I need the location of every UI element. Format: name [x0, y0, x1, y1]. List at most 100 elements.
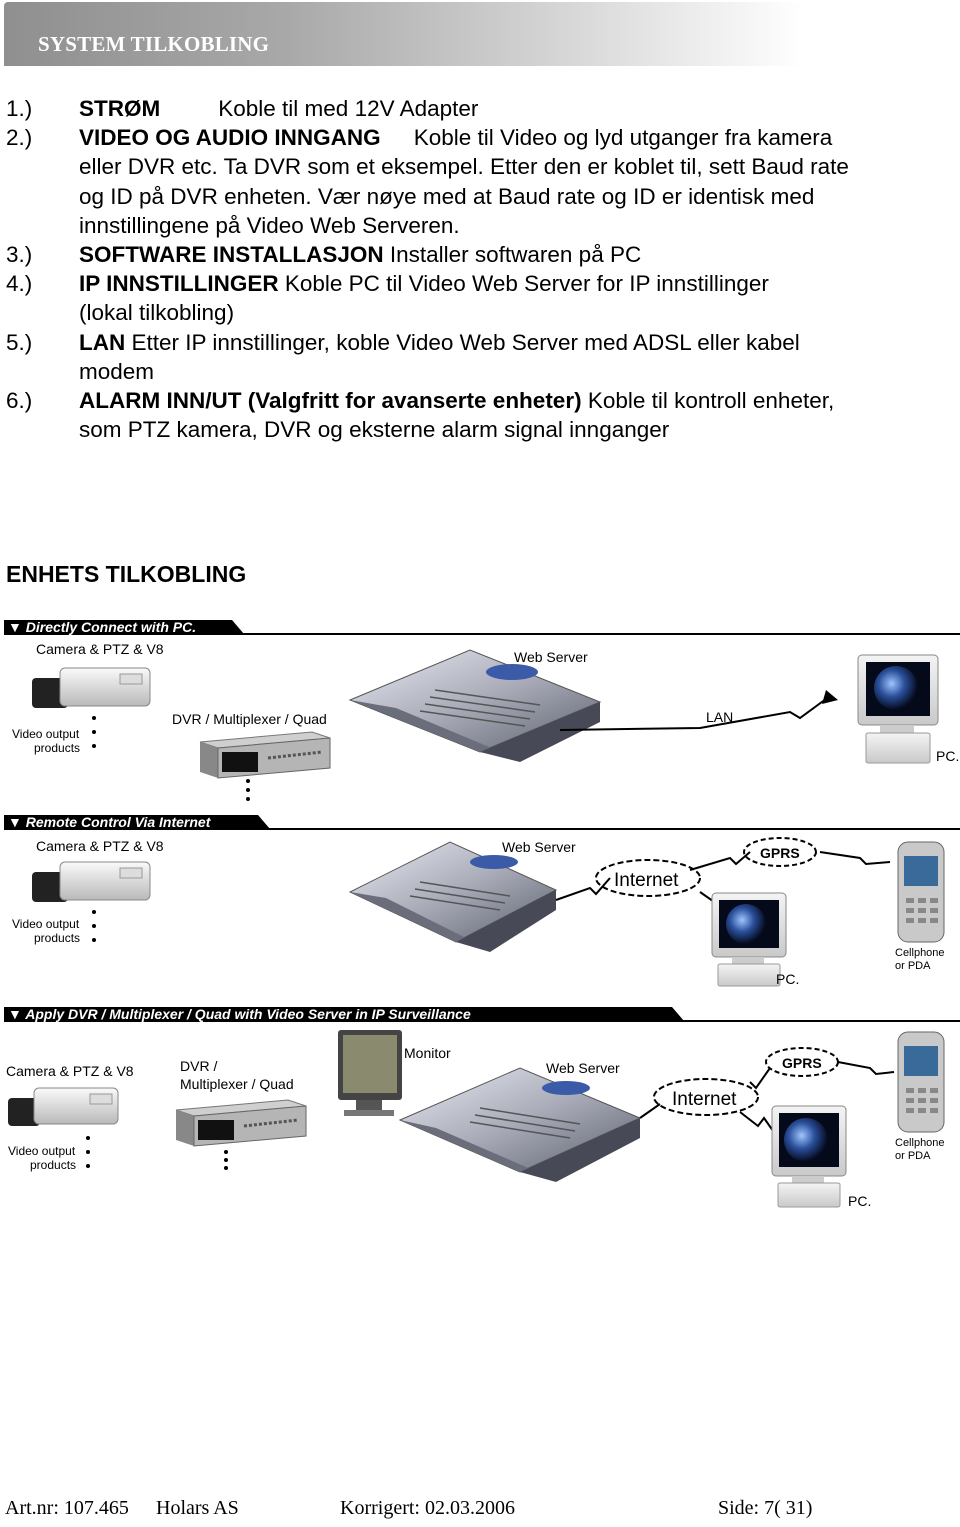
camera-label: Camera & PTZ & V8: [36, 838, 164, 854]
video-output-label: Video output: [12, 917, 80, 931]
video-output-label: Video output: [12, 727, 80, 741]
step-number: 3.): [6, 242, 33, 268]
step-heading: IP INNSTILLINGER: [79, 271, 279, 297]
step-2: 2.) VIDEO OG AUDIO INNGANG Koble til Vide…: [6, 123, 956, 152]
dots-icon: [92, 716, 250, 801]
panel-header: ▼ Remote Control Via Internet: [8, 814, 212, 830]
internet-cloud-icon: Internet: [595, 859, 701, 897]
company-name: Holars AS: [156, 1497, 239, 1519]
connection-diagram: ▼ Directly Connect with PC. Camera & PTZ…: [4, 619, 960, 1209]
panel-apply-dvr: ▼ Apply DVR / Multiplexer / Quad with Vi…: [4, 1006, 960, 1209]
step-4: 4.) IP INNSTILLINGER Koble PC til Video …: [6, 269, 956, 327]
dvr-label: DVR /: [180, 1058, 217, 1074]
step-heading: VIDEO OG AUDIO INNGANG: [79, 125, 381, 151]
dots-icon: [92, 910, 96, 942]
zigzag-arrow-icon: [639, 1061, 895, 1139]
cellphone-icon: [897, 1031, 945, 1133]
panel-header-bar: [4, 815, 270, 829]
monitor-label: Monitor: [404, 1045, 451, 1061]
pc-icon: [771, 1105, 847, 1208]
gprs-label: GPRS: [760, 845, 800, 861]
camera-icon: [32, 861, 151, 902]
internet-cloud-icon: Internet: [653, 1078, 759, 1116]
video-output-label: Video output: [8, 1144, 76, 1158]
monitor-icon: [338, 1030, 402, 1116]
panel-header-bar: [4, 1007, 684, 1021]
pc-label: PC.: [776, 971, 799, 987]
gprs-cloud-icon: GPRS: [743, 837, 817, 867]
step-5: 5.) LAN Etter IP innstillinger, koble Vi…: [6, 328, 956, 386]
step-text: Koble til Video og lyd utganger fra kame…: [413, 125, 833, 151]
gprs-cloud-icon: GPRS: [765, 1047, 839, 1077]
step-heading: SOFTWARE INSTALLASJON: [79, 242, 384, 268]
step-text: Koble PC til Video Web Server for IP inn…: [278, 271, 769, 297]
panel-remote-control: ▼ Remote Control Via Internet Camera & P…: [4, 814, 960, 987]
web-server-label: Web Server: [546, 1060, 620, 1076]
step-number: 2.): [6, 125, 33, 151]
pc-icon: [857, 654, 939, 764]
step-text-line: som PTZ kamera, DVR og eksterne alarm si…: [79, 417, 670, 443]
web-server-icon: [348, 841, 558, 952]
video-output-label: products: [34, 931, 80, 945]
internet-label: Internet: [672, 1089, 737, 1110]
step-text: Etter IP innstillinger, koble Video Web …: [125, 329, 800, 355]
panel-header: ▼ Directly Connect with PC.: [8, 619, 196, 635]
article-number: Art.nr: 107.465: [5, 1497, 129, 1519]
step-number: 6.): [6, 388, 33, 414]
camera-label: Camera & PTZ & V8: [6, 1063, 134, 1079]
web-server-icon: [348, 649, 602, 762]
step-number: 5.): [6, 329, 33, 355]
step-text-line: (lokal tilkobling): [79, 300, 235, 326]
header-banner: [4, 2, 804, 66]
step-text: Koble til med 12V Adapter: [218, 96, 479, 121]
internet-label: Internet: [614, 870, 679, 891]
cellphone-label: or PDA: [895, 960, 931, 972]
step-3: 3.) SOFTWARE INSTALLASJON Installer soft…: [6, 240, 956, 269]
section-title: ENHETS TILKOBLING: [6, 561, 247, 587]
gprs-label: GPRS: [782, 1055, 822, 1071]
step-text: Installer softwaren på PC: [383, 242, 642, 268]
pc-label: PC.: [848, 1193, 871, 1209]
cellphone-icon: [897, 841, 945, 943]
camera-label: Camera & PTZ & V8: [36, 641, 164, 657]
camera-icon: [8, 1087, 119, 1126]
cellphone-label: Cellphone: [895, 1137, 945, 1149]
step-text: Koble til kontroll enheter,: [581, 388, 835, 414]
zigzag-arrow-icon: [559, 690, 838, 731]
step-1: 1.) STRØM Koble til med 12V Adapter: [6, 94, 956, 123]
dots-icon: [86, 1136, 228, 1170]
web-server-label: Web Server: [514, 649, 588, 665]
step-number: 1.): [6, 96, 33, 121]
page-title: SYSTEM TILKOBLING: [38, 32, 270, 56]
video-output-label: products: [34, 741, 80, 755]
step-heading: ALARM INN/UT (Valgfritt for avanserte en…: [79, 388, 582, 414]
step-text-line: innstillingene på Video Web Serveren.: [79, 212, 460, 238]
panel-direct-connect: ▼ Directly Connect with PC. Camera & PTZ…: [4, 619, 960, 801]
step-heading: STRØM: [79, 96, 161, 121]
step-text-line: og ID på DVR enheten. Vær nøye med at Ba…: [79, 183, 815, 209]
step-heading: LAN: [79, 329, 126, 355]
page-footer: Art.nr: 107.465 Holars AS Korrigert: 02.…: [0, 1497, 960, 1527]
steps-list: 1.) STRØM Koble til med 12V Adapter 2.) V…: [6, 94, 956, 444]
pc-icon: [711, 892, 787, 987]
dvr-label: Multiplexer / Quad: [180, 1076, 294, 1092]
page-number: Side: 7( 31): [718, 1497, 813, 1519]
pc-label: PC.: [936, 748, 959, 764]
dvr-icon: [175, 1099, 307, 1147]
cellphone-label: or PDA: [895, 1150, 931, 1162]
cellphone-label: Cellphone: [895, 947, 945, 959]
dvr-label: DVR / Multiplexer / Quad: [172, 711, 327, 727]
step-2-cont: eller DVR etc. Ta DVR som et eksempel. E…: [6, 152, 956, 240]
web-server-icon: [398, 1067, 642, 1182]
step-6: 6.) ALARM INN/UT (Valgfritt for avansert…: [6, 386, 956, 444]
dvr-icon: [199, 731, 331, 779]
panel-header-bar: [4, 620, 244, 634]
corrected-date: Korrigert: 02.03.2006: [340, 1497, 515, 1519]
video-output-label: products: [30, 1158, 76, 1172]
lan-label: LAN: [706, 709, 733, 725]
step-text-line: eller DVR etc. Ta DVR som et eksempel. E…: [79, 154, 849, 180]
step-text-line: modem: [79, 358, 155, 384]
step-number: 4.): [6, 271, 33, 297]
camera-icon: [32, 667, 151, 708]
web-server-label: Web Server: [502, 839, 576, 855]
